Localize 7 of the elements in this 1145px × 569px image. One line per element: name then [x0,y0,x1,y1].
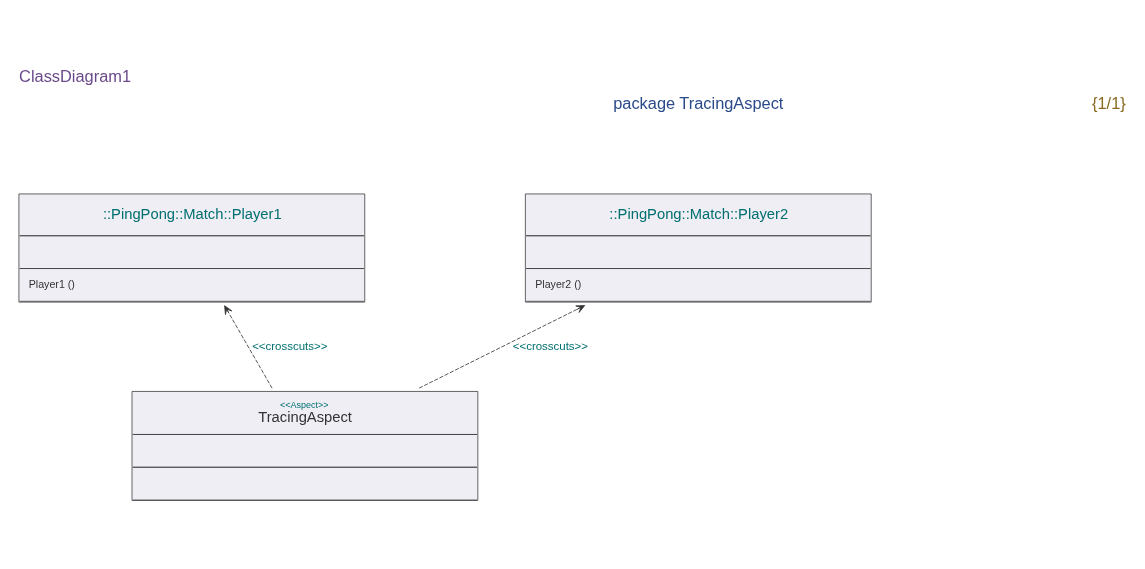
edge-label: <<crosscuts>> [512,339,588,352]
label: {1/1} [1092,93,1126,112]
diagram-title: ClassDiagram1 [19,66,132,85]
label: package TracingAspect [613,93,784,112]
arrow [418,305,586,389]
arrow [224,305,273,389]
edge-label: <<crosscuts>> [252,339,328,352]
